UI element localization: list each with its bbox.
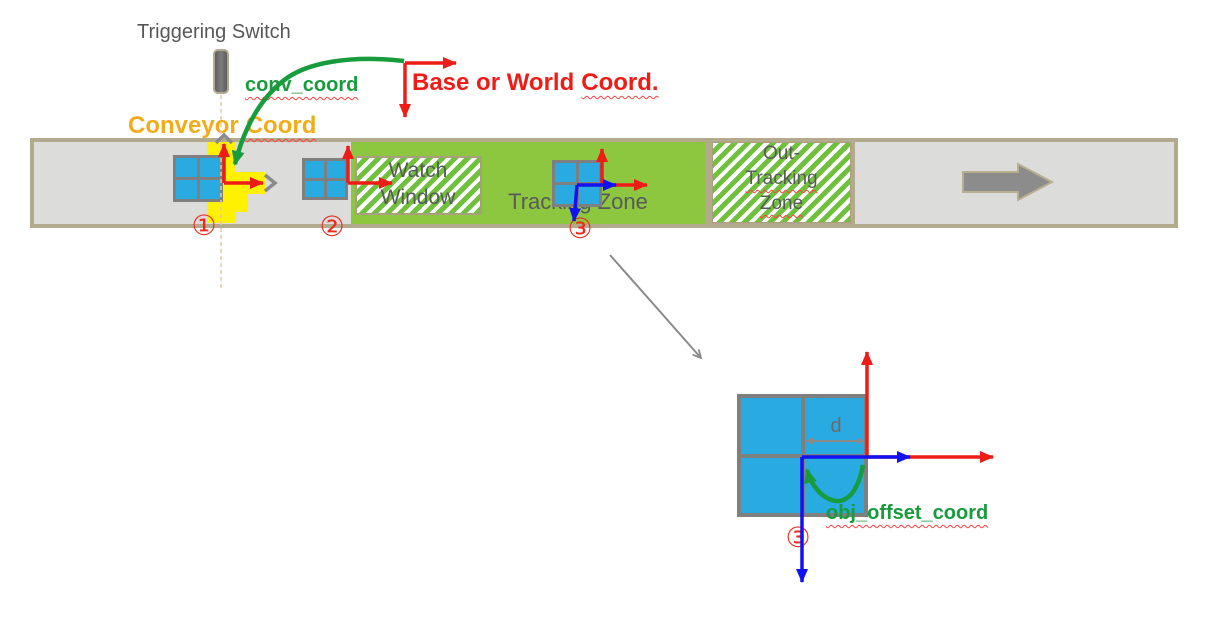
part-object-detail: [737, 394, 868, 517]
watch-window-box: [355, 156, 482, 215]
triggering-switch-icon: [213, 49, 229, 94]
obj-offset-coord-label: obj_offset_coord: [826, 502, 989, 524]
step-3-marker: ③: [567, 212, 593, 245]
watch-window-label: Watch Window: [380, 159, 456, 209]
part-object-3: [552, 160, 602, 207]
step-2-marker: ②: [319, 210, 345, 243]
step-1-marker: ①: [191, 209, 217, 242]
triggering-switch-label: Triggering Switch: [137, 21, 291, 43]
distance-d-label: d: [830, 415, 842, 437]
conv-coord-label: conv_coord: [245, 74, 359, 96]
part-object-2: [302, 158, 348, 200]
part-object-1: [173, 155, 223, 202]
out-tracking-box: [712, 142, 851, 223]
step-3-detail-marker: ③: [785, 521, 811, 554]
out-tracking-zone-label: Out- Tracking Zone: [745, 143, 818, 214]
detail-pointer-arrow: [609, 254, 703, 360]
